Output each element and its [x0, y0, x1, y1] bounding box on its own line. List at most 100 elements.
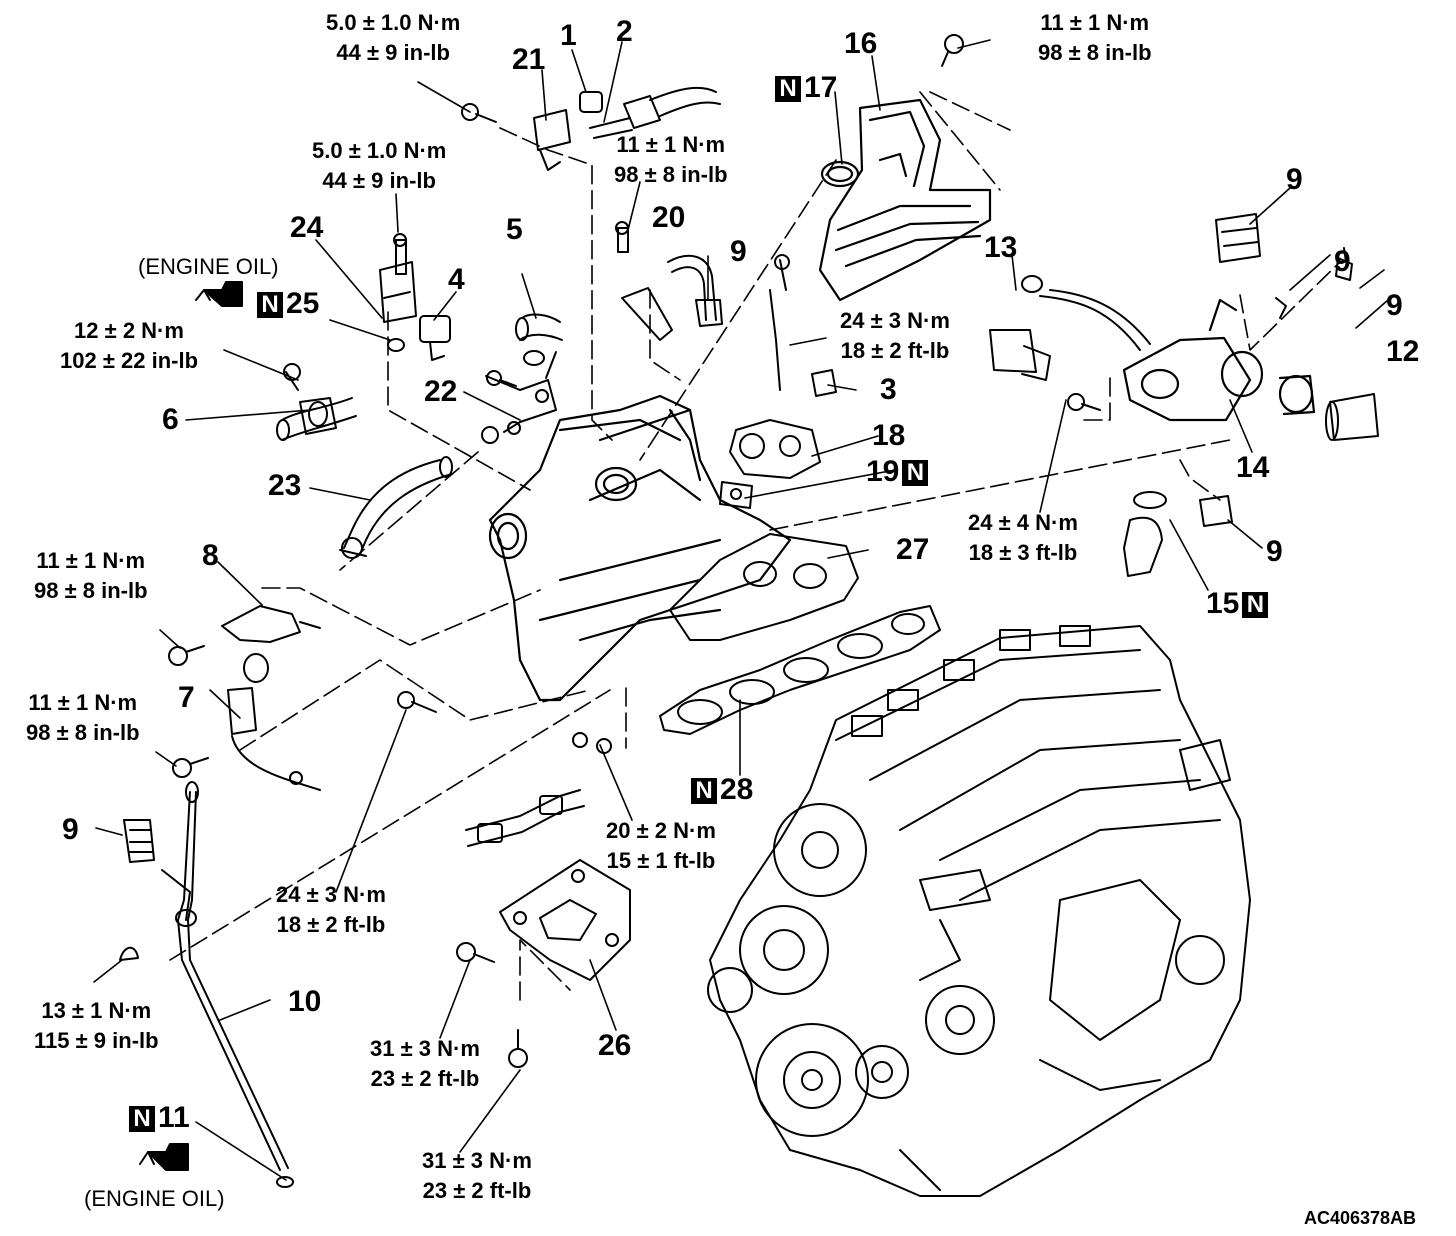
torque-value-imperial: 44 ± 9 in-lb	[322, 168, 436, 193]
sensor-part-1	[579, 91, 603, 113]
engine-block	[707, 625, 1251, 1197]
torque-value-nm: 31 ± 3 N·m	[370, 1036, 480, 1061]
figure-id: AC406378AB	[1304, 1208, 1417, 1228]
torque-spec-9: 11 ± 1 N·m 98 ± 8 in-lb	[26, 688, 140, 748]
callout-6: 6	[162, 403, 179, 436]
callout-1: 1	[560, 19, 577, 52]
callout-18: 18	[872, 419, 906, 452]
callout-27: 27	[896, 533, 930, 566]
callout-8: 8	[202, 539, 219, 572]
torque-spec-5: 12 ± 2 N·m 102 ± 22 in-lb	[60, 316, 198, 376]
torque-value-nm: 31 ± 3 N·m	[422, 1148, 532, 1173]
torque-value-nm: 5.0 ± 1.0 N·m	[326, 10, 461, 35]
sensor-part-8	[221, 605, 321, 683]
callout-9-right-lower: 9	[1386, 289, 1403, 322]
thermostat-housing-part-14	[1122, 298, 1316, 422]
torque-value-nm: 11 ± 1 N·m	[616, 132, 726, 157]
torque-spec-8: 11 ± 1 N·m 98 ± 8 in-lb	[34, 546, 148, 606]
torque-value-imperial: 23 ± 2 ft-lb	[370, 1066, 480, 1091]
new-part-marker: N	[129, 1106, 155, 1133]
callout-28-number: 28	[720, 773, 754, 806]
torque-spec-2: 11 ± 1 N·m 98 ± 8 in-lb	[1038, 8, 1152, 68]
torque-spec-7: 24 ± 4 N·m 18 ± 3 ft-lb	[968, 508, 1078, 568]
callout-9-right-middle: 9	[1334, 245, 1351, 278]
torque-value-nm: 24 ± 4 N·m	[968, 510, 1078, 535]
callout-20: 20	[652, 201, 686, 234]
gasket-part-19	[719, 481, 753, 509]
callout-21: 21	[512, 43, 546, 76]
callout-5: 5	[506, 213, 523, 246]
bracket-part-20	[615, 221, 673, 341]
callout-15-number: 15	[1206, 587, 1240, 620]
torque-spec-10: 20 ± 2 N·m 15 ± 1 ft-lb	[606, 816, 716, 876]
callout-9-right-upper: 9	[1286, 163, 1303, 196]
torque-value-imperial: 15 ± 1 ft-lb	[606, 848, 716, 873]
bolt-top-right	[941, 34, 964, 67]
new-part-marker: N	[775, 76, 801, 103]
torque-spec-11: 24 ± 3 N·m 18 ± 2 ft-lb	[276, 880, 386, 940]
hose-bracket-part-6	[276, 363, 357, 441]
torque-value-imperial: 98 ± 8 in-lb	[34, 578, 148, 603]
engine-oil-note-bottom: (ENGINE OIL)	[84, 1186, 225, 1211]
throttle-body-part-18	[729, 254, 837, 479]
plenum-cover-part-16	[818, 98, 992, 302]
sensor-bracket-part-24	[379, 233, 417, 352]
callout-26: 26	[598, 1029, 632, 1062]
torque-value-imperial: 23 ± 2 ft-lb	[422, 1178, 532, 1203]
torque-value-nm: 11 ± 1 N·m	[28, 690, 138, 715]
torque-spec-6: 24 ± 3 N·m 18 ± 2 ft-lb	[840, 306, 950, 366]
torque-value-imperial: 98 ± 8 in-lb	[26, 720, 140, 745]
hose-part-23	[339, 426, 499, 559]
callout-24: 24	[290, 211, 324, 244]
callout-16: 16	[844, 27, 878, 60]
callout-17-number: 17	[804, 71, 838, 104]
torque-value-imperial: 98 ± 8 in-lb	[1038, 40, 1152, 65]
torque-value-imperial: 102 ± 22 in-lb	[60, 348, 199, 373]
hose-part-9-right	[1199, 213, 1353, 527]
torque-value-nm: 11 ± 1 N·m	[36, 548, 146, 573]
torque-spec-1: 5.0 ± 1.0 N·m 44 ± 9 in-lb	[326, 8, 460, 68]
hose-part-12	[1325, 393, 1379, 441]
torque-value-imperial: 18 ± 2 ft-lb	[276, 912, 386, 937]
hose-part-9-top	[667, 254, 723, 327]
manifold-bracket-part-26	[499, 859, 631, 981]
gasket-part-28	[659, 605, 941, 735]
torque-value-imperial: 115 ± 9 in-lb	[34, 1028, 159, 1053]
new-part-marker: N	[691, 778, 717, 805]
torque-value-nm: 12 ± 2 N·m	[74, 318, 184, 343]
callout-9-top: 9	[730, 235, 747, 268]
callout-22: 22	[424, 375, 458, 408]
new-part-marker: N	[1242, 592, 1269, 619]
hose-part-13	[989, 275, 1151, 381]
engine-oil-note-top: (ENGINE OIL)	[138, 254, 279, 279]
torque-value-imperial: 98 ± 8 in-lb	[614, 162, 728, 187]
callout-13: 13	[984, 231, 1018, 264]
callout-4: 4	[448, 263, 465, 296]
oil-level-gauge	[119, 781, 294, 1188]
oil-can-icon-bottom	[139, 1143, 189, 1171]
sensor-part-7	[227, 687, 321, 791]
callout-9-left: 9	[62, 813, 79, 846]
callout-12: 12	[1386, 335, 1420, 368]
callout-9-bottom-right: 9	[1266, 535, 1283, 568]
callout-14: 14	[1236, 451, 1270, 484]
torque-value-nm: 13 ± 1 N·m	[41, 998, 152, 1023]
callout-2: 2	[616, 15, 633, 48]
torque-spec-14: 31 ± 3 N·m 23 ± 2 ft-lb	[422, 1146, 532, 1206]
new-part-marker: N	[257, 292, 283, 319]
torque-spec-12: 13 ± 1 N·m 115 ± 9 in-lb	[34, 996, 159, 1056]
torque-spec-13: 31 ± 3 N·m 23 ± 2 ft-lb	[370, 1034, 480, 1094]
torque-spec-4: 11 ± 1 N·m 98 ± 8 in-lb	[614, 130, 728, 190]
hose-part-5	[515, 313, 563, 366]
torque-value-imperial: 18 ± 2 ft-lb	[840, 338, 950, 363]
o-ring-part-15	[1123, 491, 1167, 577]
torque-value-nm: 20 ± 2 N·m	[606, 818, 716, 843]
callout-11-number: 11	[158, 1101, 190, 1134]
intake-manifold	[488, 394, 792, 702]
torque-spec-3: 5.0 ± 1.0 N·m 44 ± 9 in-lb	[312, 136, 446, 196]
